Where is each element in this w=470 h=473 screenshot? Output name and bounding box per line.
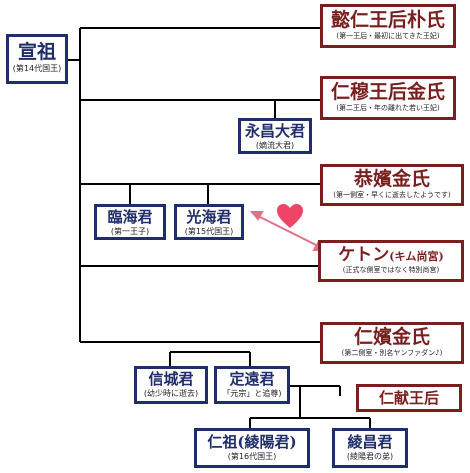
node-gongbin-note: (第一側室・早くに逝去したようです) [333, 190, 451, 199]
node-gaetton: ケトン(キム尚宮) (正式な側室ではなく特別尚宮) [318, 240, 464, 282]
node-injo: 仁祖(綾陽君) (第16代国王) [194, 428, 310, 468]
node-xuanzu-name: 宣祖 [17, 41, 56, 63]
node-neungchang-note: (綾陽君の弟) [346, 451, 394, 461]
node-neungchang: 綾昌君 (綾陽君の弟) [332, 428, 408, 468]
node-inbin-note: (第二側室・別名ヤンファダン♪) [341, 348, 443, 357]
node-yeongchang-name: 永昌大君 [244, 122, 305, 140]
node-sinseong-name: 信城君 [148, 370, 194, 388]
node-gwanghae-name: 光海君 [186, 208, 232, 226]
node-inheon: 仁献王后 [356, 384, 462, 412]
node-sinseong: 信城君 (幼少時に逝去) [134, 366, 208, 404]
node-jeongwon: 定遠君 「元宗」と追尊) [214, 366, 290, 404]
node-sinseong-note: (幼少時に逝去) [143, 388, 199, 398]
node-yiinjin: 懿仁王后朴氏 (第一王后・最初に出てきた王妃) [320, 4, 456, 48]
node-xuanzu: 宣祖 (第14代国王) [6, 34, 68, 84]
node-gongbin-name: 恭嬪金氏 [353, 168, 430, 190]
node-yiinjin-name: 懿仁王后朴氏 [330, 9, 445, 31]
node-gwanghae: 光海君 (第15代国王) [174, 204, 244, 240]
node-imhae-note: (第一王子) [110, 226, 150, 236]
node-gongbin: 恭嬪金氏 (第一側室・早くに逝去したようです) [320, 164, 464, 206]
node-yiinjin-note: (第一王后・最初に出てきた王妃) [336, 31, 440, 40]
node-xuanzu-note: (第14代国王) [12, 63, 62, 73]
node-gaetton-name: ケトン [338, 245, 390, 265]
node-yeongchang-note: (嫡流大君) [255, 140, 295, 150]
node-injo-name: 仁祖(綾陽君) [207, 433, 297, 451]
node-neungchang-name: 綾昌君 [347, 433, 393, 451]
heart-icon [277, 204, 303, 228]
node-gaetton-note: (正式な側室ではなく特別尚宮) [342, 265, 440, 274]
node-gaetton-title: ケトン(キム尚宮) [321, 246, 461, 265]
node-inbin-name: 仁嬪金氏 [353, 326, 430, 348]
node-gaetton-paren: (キム尚宮) [389, 250, 444, 263]
node-injo-note: (第16代国王) [227, 451, 277, 461]
node-inmok: 仁穆王后金氏 (第二王后・年の離れた若い王妃) [320, 76, 456, 120]
node-imhae-name: 臨海君 [107, 208, 153, 226]
node-jeongwon-note: 「元宗」と追尊) [222, 388, 282, 398]
node-inmok-note: (第二王后・年の離れた若い王妃) [336, 103, 440, 112]
node-inmok-name: 仁穆王后金氏 [330, 81, 445, 103]
node-inheon-name: 仁献王后 [378, 389, 439, 407]
node-jeongwon-name: 定遠君 [229, 370, 275, 388]
node-gwanghae-note: (第15代国王) [184, 226, 234, 236]
node-imhae: 臨海君 (第一王子) [94, 204, 166, 240]
node-yeongchang: 永昌大君 (嫡流大君) [238, 118, 312, 154]
node-inbin: 仁嬪金氏 (第二側室・別名ヤンファダン♪) [320, 322, 464, 364]
